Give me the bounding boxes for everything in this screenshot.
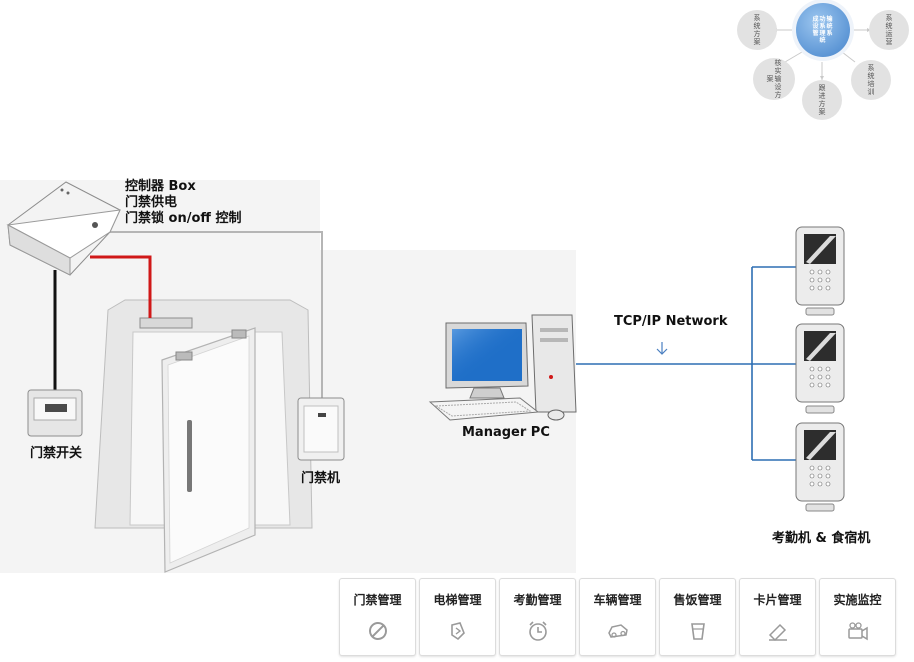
exit-switch-label: 门禁开关 bbox=[30, 446, 83, 461]
mindmap-node-follow-plan: 跟进方案 bbox=[802, 80, 842, 120]
mindmap-node-system-plan: 系统方案 bbox=[737, 10, 777, 50]
module-card-label: 考勤管理 bbox=[513, 593, 562, 607]
lock-wire bbox=[90, 255, 152, 318]
terminal-2 bbox=[795, 323, 845, 414]
module-card-label: 售饭管理 bbox=[673, 593, 722, 607]
module-card-label: 实施监控 bbox=[833, 593, 882, 607]
controller-caption-line-3: 门禁锁 on/off 控制 bbox=[125, 211, 242, 226]
module-card-label: 门禁管理 bbox=[353, 593, 402, 607]
module-card-access-control[interactable]: 门禁管理 bbox=[339, 578, 416, 656]
module-card-elevator[interactable]: 电梯管理 bbox=[419, 578, 496, 656]
mindmap-node-system-ops: 系统运营 bbox=[869, 10, 909, 50]
controller-box bbox=[6, 181, 121, 276]
mindmap-node-training: 系统培训 bbox=[851, 60, 891, 100]
door-leaf bbox=[161, 327, 256, 573]
terminal-3 bbox=[795, 422, 845, 512]
manager-pc-label: Manager PC bbox=[462, 425, 550, 440]
network-arrow bbox=[656, 342, 668, 355]
module-card-attendance[interactable]: 考勤管理 bbox=[499, 578, 576, 656]
magnetic-lock bbox=[139, 317, 193, 329]
mindmap-node-verify-plan: 核实输设方案 bbox=[753, 58, 795, 100]
reader-wire bbox=[105, 231, 323, 398]
terminal-1 bbox=[795, 226, 845, 316]
module-card-meal[interactable]: 售饭管理 bbox=[659, 578, 736, 656]
module-card-vehicle[interactable]: 车辆管理 bbox=[579, 578, 656, 656]
access-control-scene bbox=[0, 180, 845, 573]
controller-caption-line-1: 控制器 Box bbox=[125, 179, 196, 194]
controller-caption-line-2: 门禁供电 bbox=[125, 195, 178, 210]
module-card-card-management[interactable]: 卡片管理 bbox=[739, 578, 816, 656]
manager-pc bbox=[428, 314, 577, 421]
clock-icon bbox=[529, 621, 547, 641]
card-reader bbox=[297, 397, 345, 461]
module-card-label: 卡片管理 bbox=[753, 593, 802, 607]
controller-caption: 控制器 Box 门禁供电 门禁锁 on/off 控制 bbox=[125, 179, 241, 227]
card-icon bbox=[768, 623, 787, 642]
module-card-label: 电梯管理 bbox=[433, 593, 482, 607]
mindmap-center-node: 成功输设系统管理系统 bbox=[796, 3, 850, 57]
terminals-label: 考勤机 & 食宿机 bbox=[772, 531, 871, 546]
module-card-monitoring[interactable]: 实施监控 bbox=[819, 578, 896, 656]
card-reader-label: 门禁机 bbox=[301, 471, 341, 486]
camera-icon bbox=[848, 622, 868, 641]
network-lines bbox=[576, 266, 796, 461]
module-card-label: 车辆管理 bbox=[593, 593, 642, 607]
cup-icon bbox=[691, 623, 705, 640]
ban-icon bbox=[369, 622, 387, 640]
elevator-icon bbox=[451, 622, 465, 641]
car-icon bbox=[608, 624, 628, 638]
network-label: TCP/IP Network bbox=[614, 314, 728, 329]
exit-switch bbox=[27, 389, 83, 437]
